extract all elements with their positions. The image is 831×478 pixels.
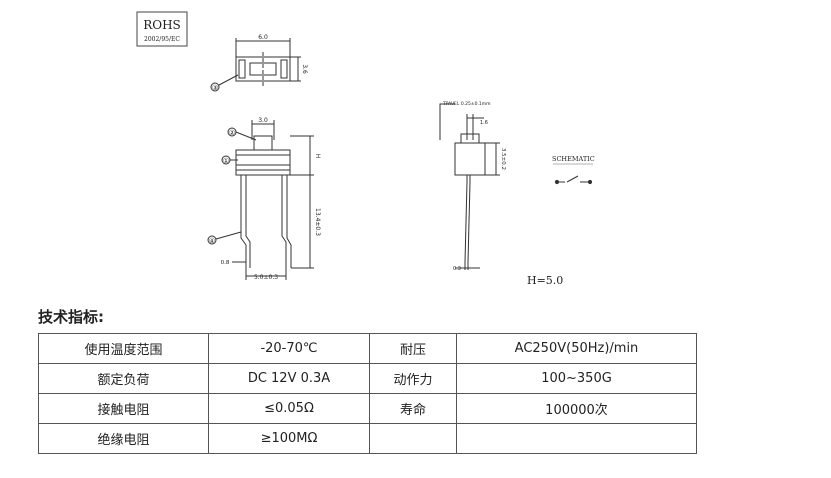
spec-value: -20-70℃ — [208, 333, 370, 364]
specs-table: 使用温度范围 -20-70℃ 耐压 AC250V(50Hz)/min 额定负荷 … — [38, 333, 697, 454]
spec-value — [456, 423, 697, 454]
rohs-mark: ROHS 2002/95/EC — [136, 11, 188, 47]
technical-drawing: ROHS 2002/95/EC 6.0 3.6 ③ — [136, 11, 595, 287]
front-view: 3.0 H 13.4±0.3 5.0±0.3 0.8 ② — [207, 117, 321, 281]
spec-value: 100000次 — [456, 393, 697, 424]
table-row: 接触电阻 ≤0.05Ω 寿命 100000次 — [38, 393, 697, 424]
spec-label: 耐压 — [369, 333, 457, 364]
lead-spacing-dim: 5.0±0.3 — [254, 274, 278, 281]
pitch-dim: 3.0 — [258, 117, 268, 124]
spec-label: 绝缘电阻 — [38, 423, 209, 454]
spec-label: 接触电阻 — [38, 393, 209, 424]
travel-note: TPAVEL 0.25±0.1mm — [442, 101, 491, 107]
top-width-dim: 6.0 — [258, 34, 268, 41]
table-row: 使用温度范围 -20-70℃ 耐压 AC250V(50Hz)/min — [38, 333, 697, 364]
spec-value: ≥100MΩ — [208, 423, 370, 454]
rohs-subtitle: 2002/95/EC — [144, 36, 180, 43]
spec-label: 寿命 — [369, 393, 457, 424]
spec-value: ≤0.05Ω — [208, 393, 370, 424]
spec-value: DC 12V 0.3A — [208, 363, 370, 394]
side-view: TPAVEL 0.25±0.1mm 1.6 3.5±0.2 0.3 — [439, 101, 506, 272]
spec-label: 额定负荷 — [38, 363, 209, 394]
height-value: H=5.0 — [527, 274, 563, 287]
spec-value: 100~350G — [456, 363, 697, 394]
top-height-dim: 3.6 — [301, 64, 308, 74]
lead-width-dim: 0.8 — [221, 260, 230, 266]
drawing-canvas: ROHS 2002/95/EC 6.0 3.6 ③ — [136, 11, 595, 287]
callout-2: ② — [229, 129, 235, 137]
actuator-width-dim: 1.6 — [480, 120, 488, 126]
height-dim-label: H — [314, 154, 321, 159]
rohs-title: ROHS — [143, 18, 181, 32]
spec-label: 使用温度范围 — [38, 333, 209, 364]
top-view: 6.0 3.6 ③ — [210, 34, 308, 92]
callout-4: ④ — [209, 237, 215, 245]
spec-label — [369, 423, 457, 454]
spec-label: 动作力 — [369, 363, 457, 394]
specs-heading: 技术指标: — [38, 308, 104, 326]
callout-1: ① — [223, 157, 229, 165]
lead-thickness-dim: 0.3 — [453, 266, 461, 272]
schematic: SCHEMATIC — [552, 155, 595, 185]
table-row: 额定负荷 DC 12V 0.3A 动作力 100~350G — [38, 363, 697, 394]
spec-value: AC250V(50Hz)/min — [456, 333, 697, 364]
body-height-dim: 3.5±0.2 — [500, 148, 506, 170]
lead-length-dim: 13.4±0.3 — [314, 208, 321, 236]
table-row: 绝缘电阻 ≥100MΩ — [38, 423, 697, 454]
callout-3: ③ — [212, 84, 218, 92]
schematic-label: SCHEMATIC — [552, 155, 595, 163]
